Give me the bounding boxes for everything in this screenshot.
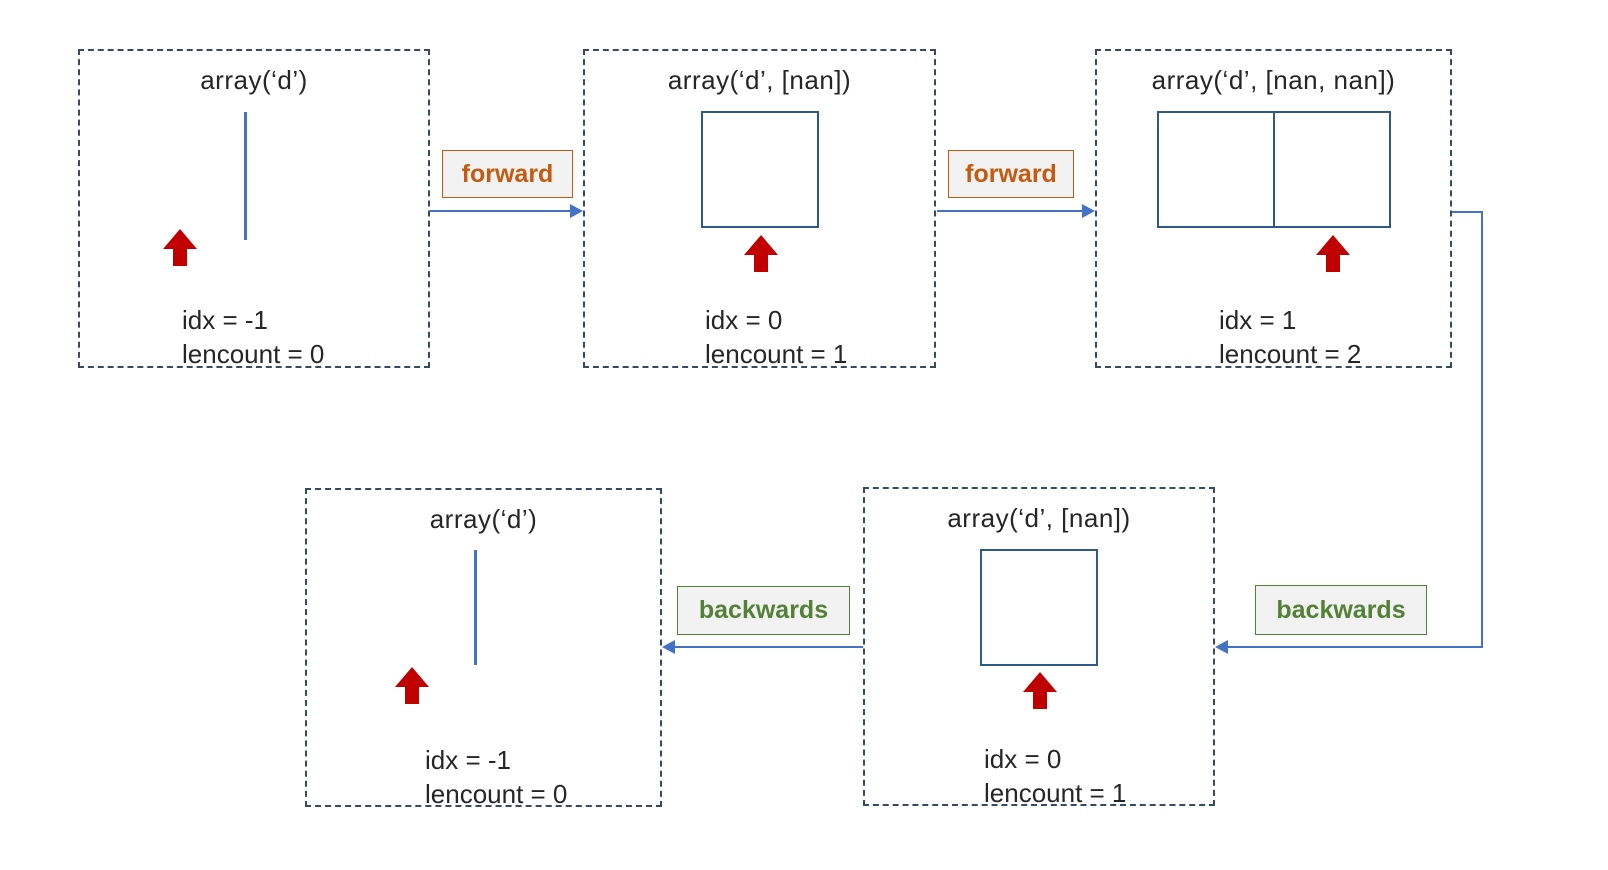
array-cells-row (585, 111, 934, 228)
lencount-value: lencount = 0 (182, 339, 325, 369)
cursor-arrow-stem (1033, 692, 1047, 709)
forward-arrow-line (937, 210, 1084, 212)
cursor-arrow-stem (1326, 255, 1340, 272)
lencount-value: lencount = 2 (1219, 339, 1362, 369)
cursor-arrow-head (744, 235, 778, 255)
backwards-label: backwards (677, 586, 850, 635)
idx-value: idx = 0 (705, 305, 783, 335)
forward-arrowhead-icon (1082, 204, 1095, 218)
idx-value: idx = -1 (182, 305, 268, 335)
array-title: array(‘d’, [nan, nan]) (1151, 65, 1396, 95)
state-box-empty-array-1: array(‘d’) idx = -1 lencount = 0 (78, 49, 430, 371)
state-stats: idx = 0 lencount = 1 (705, 303, 847, 371)
lencount-value: lencount = 0 (425, 779, 568, 809)
idx-value: idx = 1 (1219, 305, 1297, 335)
cursor-arrow-head (1316, 235, 1350, 255)
array-title: array(‘d’, [nan]) (667, 65, 852, 95)
array-cell (980, 549, 1098, 666)
state-stats: idx = 1 lencount = 2 (1219, 303, 1361, 371)
elbow-connector-vertical-segment (1481, 211, 1483, 648)
backwards-arrowhead-icon (1215, 640, 1228, 654)
cursor-arrow-icon (744, 235, 778, 272)
backwards-arrowhead-icon (662, 640, 675, 654)
state-box-one-cell-2: array(‘d’, [nan]) idx = 0 lencount = 1 (863, 487, 1215, 808)
array-title: array(‘d’, [nan]) (947, 503, 1131, 533)
state-stats: idx = -1 lencount = 0 (182, 303, 324, 371)
cursor-arrow-stem (173, 249, 187, 266)
state-stats: idx = -1 lencount = 0 (425, 743, 567, 811)
cursor-arrow-stem (405, 687, 419, 704)
state-box-one-cell-1: array(‘d’, [nan]) idx = 0 lencount = 1 (583, 49, 936, 371)
array-title: array(‘d’) (200, 65, 308, 95)
forward-arrowhead-icon (570, 204, 583, 218)
forward-label: forward (948, 150, 1074, 198)
array-cells-row (1097, 111, 1450, 228)
array-cell (700, 111, 819, 228)
forward-label: forward (442, 150, 573, 198)
state-stats: idx = 0 lencount = 1 (984, 742, 1126, 810)
array-cell (1156, 111, 1275, 228)
array-cell (1274, 111, 1391, 228)
backwards-label: backwards (1255, 585, 1427, 635)
cursor-arrow-icon (1023, 672, 1057, 709)
idx-value: idx = 0 (984, 744, 1062, 774)
cursor-arrow-head (395, 667, 429, 687)
lencount-value: lencount = 1 (705, 339, 848, 369)
empty-array-pointer-line (474, 550, 477, 665)
state-box-two-cell: array(‘d’, [nan, nan]) idx = 1 lencount … (1095, 49, 1452, 371)
cursor-arrow-icon (163, 229, 197, 266)
forward-arrow-line (430, 210, 572, 212)
lencount-value: lencount = 1 (984, 778, 1127, 808)
array-title: array(‘d’) (429, 504, 538, 534)
idx-value: idx = -1 (425, 745, 511, 775)
state-box-empty-array-2: array(‘d’) idx = -1 lencount = 0 (305, 488, 662, 809)
cursor-arrow-icon (395, 667, 429, 704)
elbow-connector-top-segment (1452, 211, 1483, 213)
empty-array-pointer-line (244, 112, 247, 240)
backwards-arrow-line (675, 646, 863, 648)
array-cells-row (865, 549, 1213, 666)
cursor-arrow-icon (1316, 235, 1350, 272)
cursor-arrow-head (1023, 672, 1057, 692)
cursor-arrow-head (163, 229, 197, 249)
backwards-arrow-line (1228, 646, 1482, 648)
cursor-arrow-stem (754, 255, 768, 272)
